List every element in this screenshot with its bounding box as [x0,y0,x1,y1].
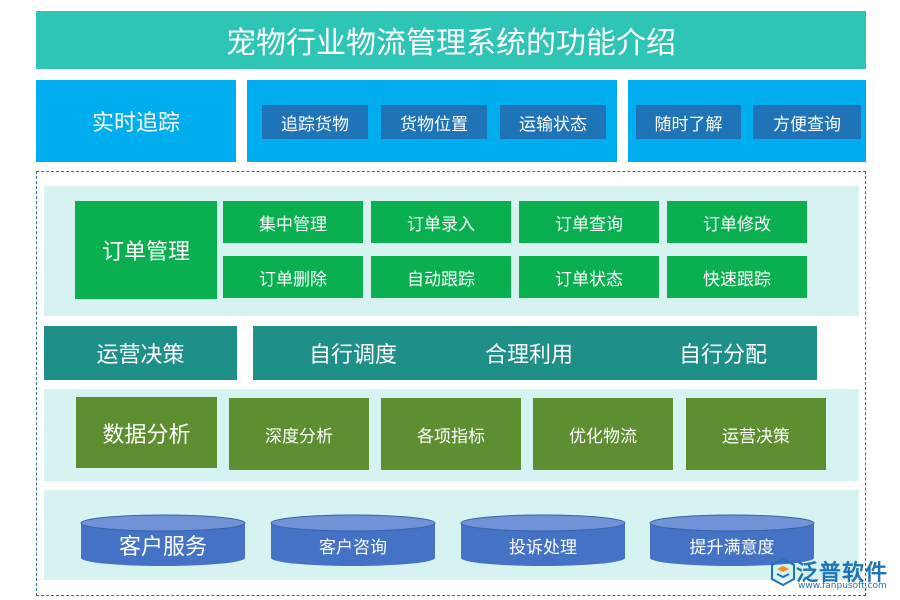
service-item-cylinder: 投诉处理 [460,514,626,566]
realtime-chip: 随时了解 [636,105,741,139]
analytics-item: 各项指标 [381,398,521,470]
operations-heading: 运营决策 [44,326,237,380]
analytics-item: 优化物流 [533,398,673,470]
operations-panel [253,326,817,380]
service-heading-cylinder: 客户服务 [80,514,246,566]
modules-frame [36,171,866,596]
realtime-chip: 方便查询 [753,105,861,139]
realtime-chip: 追踪货物 [262,105,368,139]
operations-item: 自行调度 [308,343,397,368]
service-item: 提升满意度 [689,537,775,558]
orders-item: 订单修改 [667,201,807,243]
orders-item: 订单删除 [223,256,363,298]
analytics-heading: 数据分析 [76,397,217,468]
service-item: 投诉处理 [509,537,577,558]
operations-item: 自行分配 [678,343,767,368]
orders-heading: 订单管理 [75,201,217,299]
service-heading: 客户服务 [118,535,207,560]
orders-item: 自动跟踪 [371,256,511,298]
analytics-item: 深度分析 [229,398,369,470]
orders-item: 订单状态 [519,256,659,298]
service-item-cylinder: 提升满意度 [649,514,815,566]
analytics-item: 运营决策 [686,398,826,470]
brand-logo-name: 泛普软件 [796,561,889,586]
brand-logo: 泛普软件 www.fanpusoft.com [770,553,895,595]
orders-item: 集中管理 [223,201,363,243]
page-title: 宠物行业物流管理系统的功能介绍 [36,11,866,69]
operations-item: 合理利用 [484,343,573,368]
service-item: 客户咨询 [319,537,387,558]
orders-item: 快速跟踪 [667,256,807,298]
brand-logo-icon [771,557,795,587]
realtime-chip: 运输状态 [500,105,606,139]
orders-item: 订单查询 [519,201,659,243]
realtime-chip: 货物位置 [381,105,487,139]
orders-item: 订单录入 [371,201,511,243]
realtime-heading: 实时追踪 [36,80,236,162]
brand-logo-url: www.fanpusoft.com [798,581,887,591]
service-item-cylinder: 客户咨询 [270,514,436,566]
